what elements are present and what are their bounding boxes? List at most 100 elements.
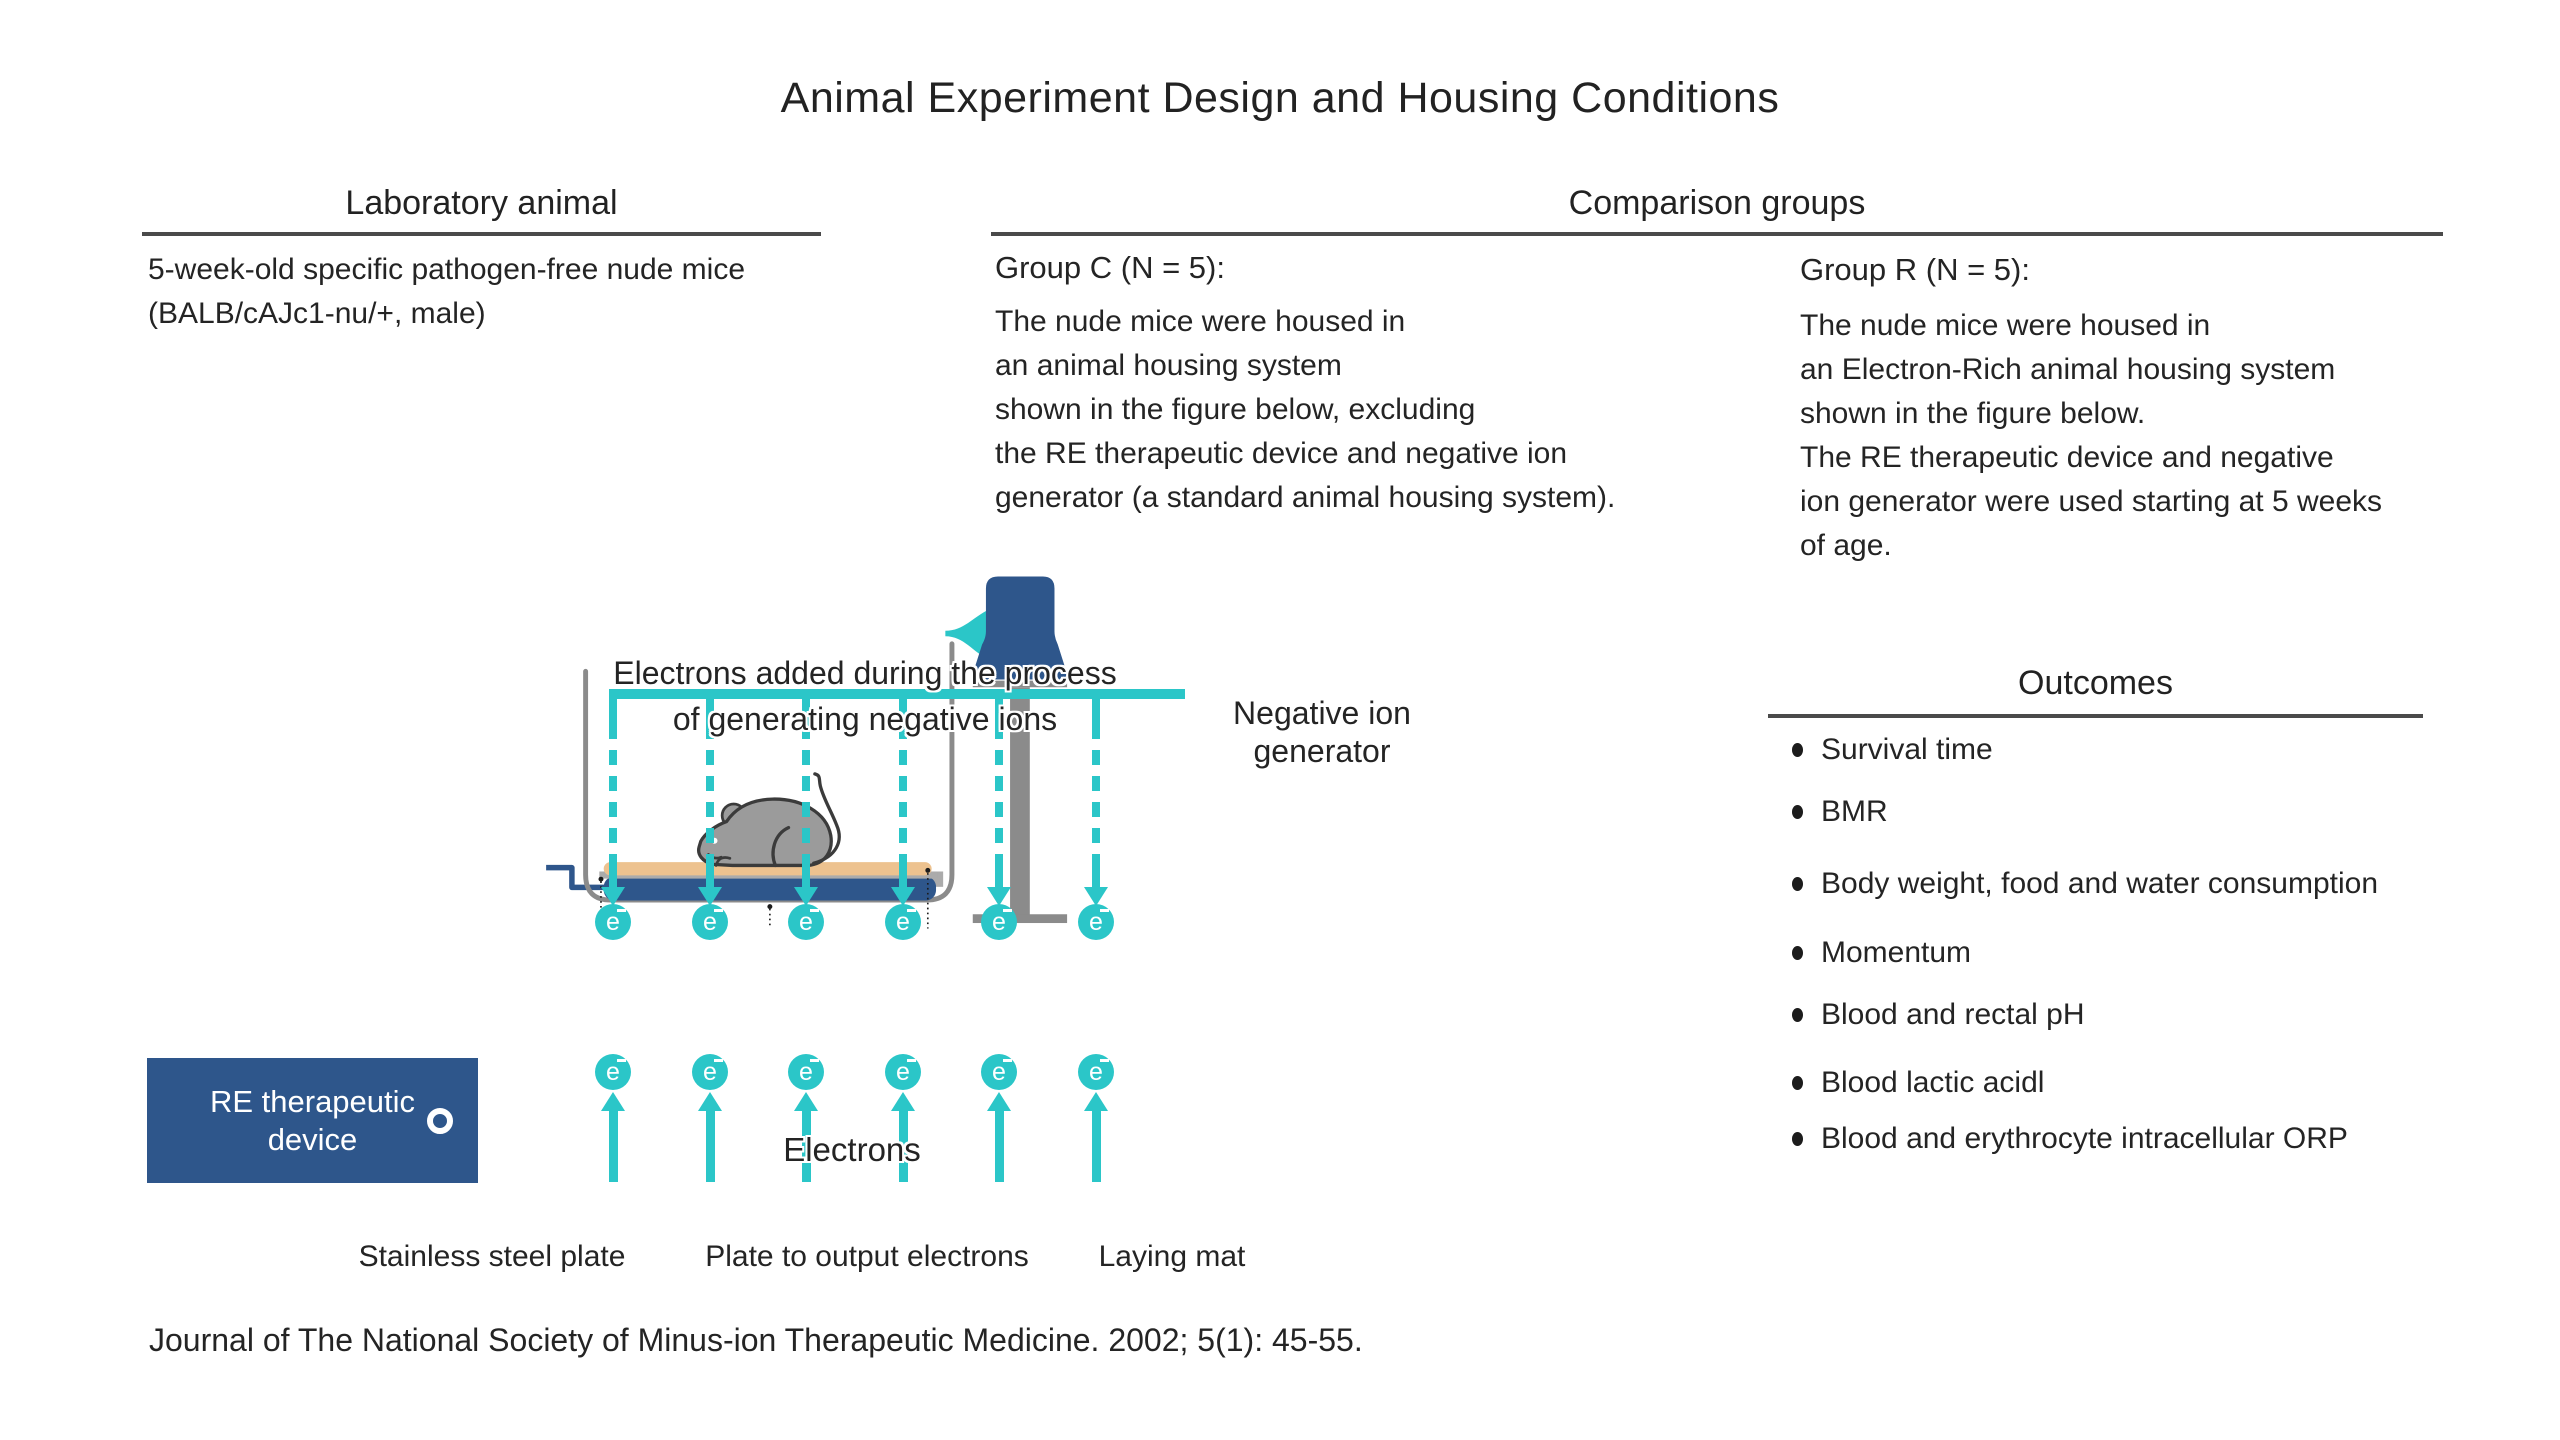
down-arrow-head-icon — [1084, 887, 1108, 906]
minus-icon — [617, 1059, 626, 1062]
electron-symbol: e — [896, 907, 910, 936]
comparison-groups-rule — [991, 232, 2443, 236]
device-connector-icon — [427, 1108, 453, 1134]
minus-icon — [1100, 1059, 1109, 1062]
group-c-line: the RE therapeutic device and negative i… — [995, 437, 1568, 470]
up-arrow-shaft — [899, 1110, 908, 1182]
outcome-item: Survival time — [1792, 733, 1993, 767]
up-arrow-head-icon — [987, 1092, 1011, 1111]
bullet-icon — [1792, 743, 1803, 757]
negative-ion-generator-label: Negative ion generator — [1142, 694, 1502, 770]
minus-icon — [810, 909, 819, 912]
outcomes-rule — [1768, 714, 2423, 718]
generator-label-line2: generator — [1253, 733, 1391, 769]
group-r-line: of age. — [1800, 529, 1892, 562]
down-arrow-shaft — [995, 860, 1003, 888]
group-r-line: shown in the figure below. — [1800, 397, 2146, 430]
electron-symbol: e — [992, 1057, 1006, 1086]
up-arrow-head-icon — [794, 1092, 818, 1111]
housing-system-illustration — [546, 576, 1068, 929]
comparison-groups-heading: Comparison groups — [1568, 184, 1866, 222]
mouse-body — [697, 797, 833, 868]
electron-symbol: e — [703, 907, 717, 936]
down-arrow-dashed-line — [1092, 724, 1100, 864]
minus-icon — [907, 909, 916, 912]
down-arrow-shaft — [609, 860, 617, 888]
outcome-label: BMR — [1821, 795, 1888, 828]
stand-top — [972, 680, 1068, 688]
minus-icon — [714, 909, 723, 912]
electron-symbol: e — [896, 1057, 910, 1086]
down-arrow-dashed-line — [609, 724, 617, 864]
outcome-item: Blood and erythrocyte intracellular ORP — [1792, 1122, 2348, 1156]
down-arrow-dashed-line — [899, 724, 907, 864]
stand-base — [972, 914, 1068, 924]
electron-icon: e — [1078, 1054, 1114, 1090]
bullet-icon — [1792, 946, 1803, 960]
down-arrow-dashed-line — [995, 724, 1003, 864]
laying-mat — [603, 862, 932, 876]
mouse-illustration — [697, 772, 841, 868]
outcomes-heading: Outcomes — [2018, 664, 2173, 702]
outcome-label: Body weight, food and water consumption — [1821, 867, 2379, 900]
mouse-tail — [812, 772, 841, 865]
down-arrow-shaft — [802, 860, 810, 888]
electron-symbol: e — [606, 907, 620, 936]
down-arrow-shaft — [1092, 860, 1100, 888]
electron-icon: e — [788, 904, 824, 940]
output-plate-label: Plate to output electrons — [705, 1240, 1029, 1273]
down-arrow-top-segment — [609, 694, 617, 724]
stand-pole — [1010, 687, 1030, 916]
outcome-item: Blood lactic acidl — [1792, 1066, 2044, 1100]
mouse-hind-leg — [771, 825, 791, 868]
outcome-item: Blood and rectal pH — [1792, 998, 2085, 1032]
leader-dot — [598, 876, 604, 882]
group-r-line: The RE therapeutic device and negative — [1800, 441, 2334, 474]
up-arrow-head-icon — [891, 1092, 915, 1111]
leader-dot — [925, 867, 931, 873]
group-r-line: The nude mice were housed in — [1800, 309, 2211, 342]
group-c-line: an animal housing system — [995, 349, 1342, 382]
group-r-line: an Electron-Rich animal housing system — [1800, 353, 2336, 386]
laboratory-animal-rule — [142, 232, 821, 236]
electron-icon: e — [981, 904, 1017, 940]
leader-lines — [600, 873, 929, 929]
laboratory-animal-line: 5-week-old specific pathogen-free nude m… — [148, 253, 745, 286]
re-therapeutic-device: RE therapeutic device — [147, 1058, 478, 1183]
minus-icon — [1003, 909, 1012, 912]
device-wire — [546, 864, 607, 891]
outcome-label: Blood and rectal pH — [1821, 998, 2085, 1031]
electron-icon: e — [595, 904, 631, 940]
down-arrow-head-icon — [601, 887, 625, 906]
outcome-label: Blood and erythrocyte intracellular ORP — [1821, 1122, 2348, 1155]
electron-icon: e — [595, 1054, 631, 1090]
electron-icon: e — [981, 1054, 1017, 1090]
down-arrow-head-icon — [698, 887, 722, 906]
laboratory-animal-line: (BALB/cAJc1-nu/+, male) — [148, 297, 486, 330]
group-c-line: The nude mice were housed in — [995, 305, 1406, 338]
page-title: Animal Experiment Design and Housing Con… — [780, 74, 1780, 122]
up-arrow-shaft — [609, 1110, 618, 1182]
down-arrow-top-segment — [995, 694, 1003, 724]
bullet-icon — [1792, 1132, 1803, 1146]
minus-icon — [617, 909, 626, 912]
electron-symbol: e — [1089, 1057, 1103, 1086]
up-arrow-head-icon — [698, 1092, 722, 1111]
process-label-line1: Electrons added during the process — [613, 655, 1117, 691]
electron-icon: e — [692, 1054, 728, 1090]
down-arrow-head-icon — [891, 887, 915, 906]
electron-icon: e — [885, 904, 921, 940]
group-c-line: shown in the figure below, excluding — [995, 393, 1476, 426]
group-r-line: ion generator were used starting at 5 we… — [1800, 485, 2382, 518]
outcome-item: BMR — [1792, 795, 1888, 829]
electron-icon: e — [788, 1054, 824, 1090]
electron-symbol: e — [1089, 907, 1103, 936]
electrons-label: Electrons — [783, 1131, 921, 1168]
leader-dot — [767, 904, 773, 910]
electron-icon: e — [692, 904, 728, 940]
up-arrow-shaft — [995, 1110, 1004, 1182]
outcome-label: Survival time — [1821, 733, 1993, 766]
minus-icon — [1003, 1059, 1012, 1062]
minus-icon — [714, 1059, 723, 1062]
